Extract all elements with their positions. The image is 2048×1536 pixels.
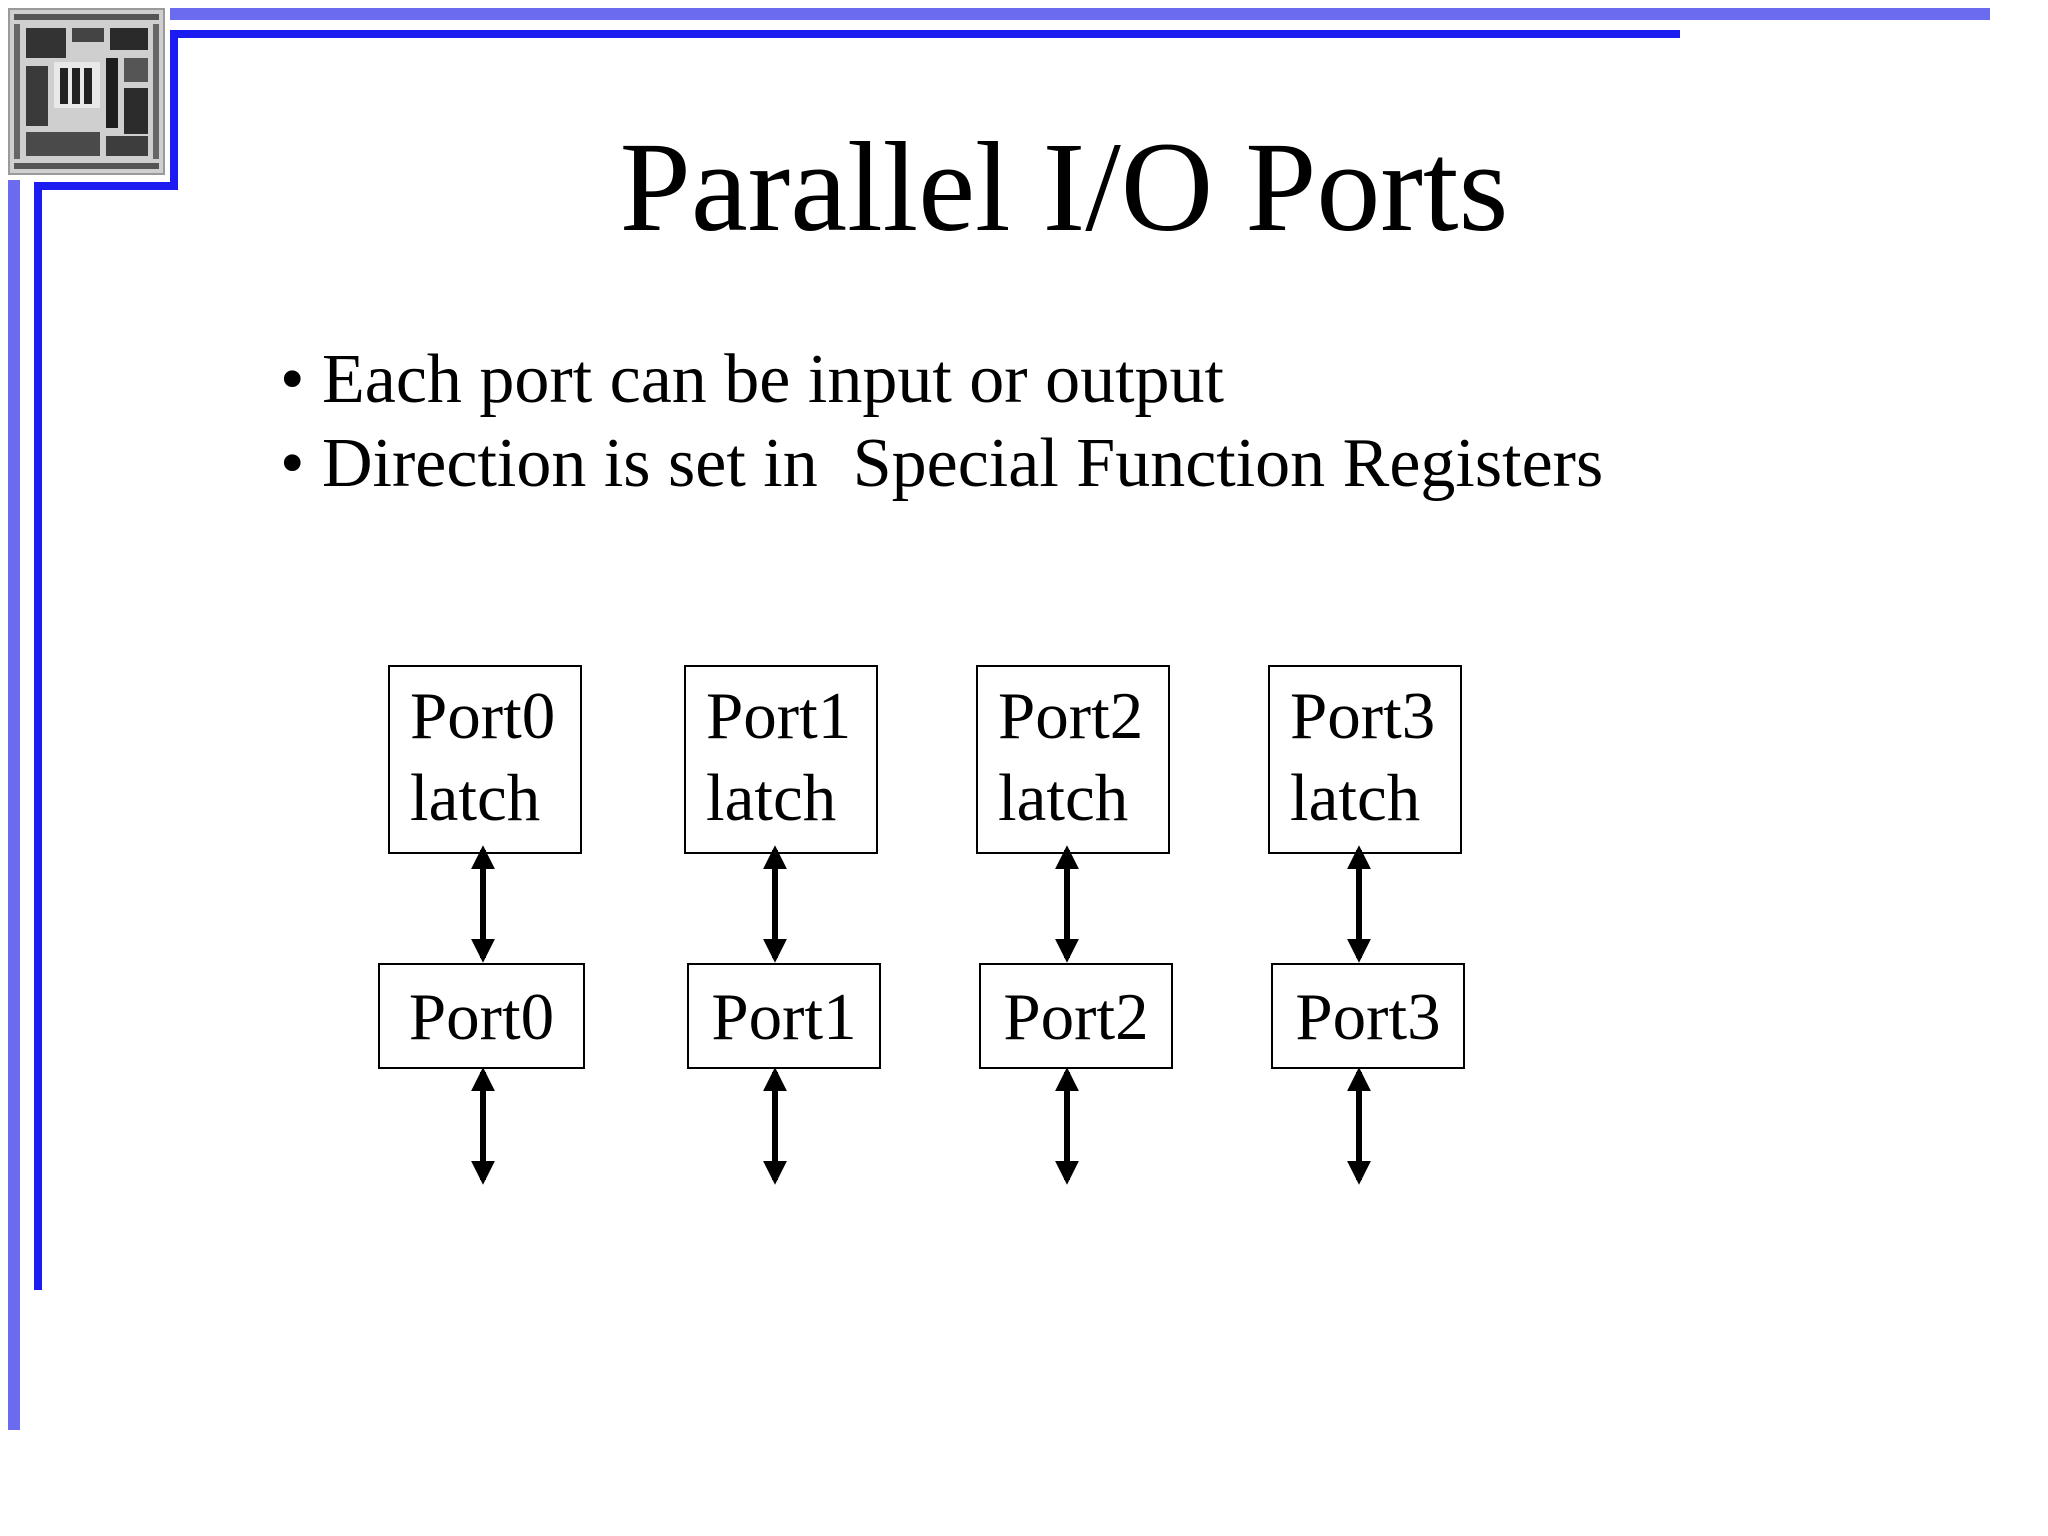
bullet-list: •Each port can be input or output •Direc… [280,338,1603,506]
latch-label: Port2 [998,679,1144,753]
latch-sublabel: latch [410,761,541,835]
slide-title: Parallel I/O Ports [619,116,1509,258]
top-rule-light [170,8,1990,20]
bullet-text: Direction is set in Special Function Reg… [322,425,1604,502]
latch-sublabel: latch [706,761,837,835]
chip-die-icon [8,8,165,175]
latch-sublabel: latch [998,761,1129,835]
bullet-text: Each port can be input or output [322,341,1224,418]
latch-label: Port3 [1290,679,1436,753]
left-rule-dark [34,182,42,1290]
corner-rule-horizontal [34,182,178,190]
corner-rule-vertical [170,30,178,190]
latch-sublabel: latch [1290,761,1421,835]
left-rule-light [8,180,20,1430]
latch-label: Port0 [410,679,556,753]
port1-box: Port1 [687,963,881,1069]
port1-latch-box: Port1 latch [684,665,878,854]
latch-label: Port1 [706,679,852,753]
bullet-marker: • [280,341,305,418]
top-rule-dark [170,30,1680,38]
port3-box: Port3 [1271,963,1465,1069]
bullet-item: •Each port can be input or output [280,338,1603,422]
bullet-item: •Direction is set in Special Function Re… [280,422,1603,506]
port2-latch-box: Port2 latch [976,665,1170,854]
bullet-marker: • [280,425,305,502]
port0-latch-box: Port0 latch [388,665,582,854]
